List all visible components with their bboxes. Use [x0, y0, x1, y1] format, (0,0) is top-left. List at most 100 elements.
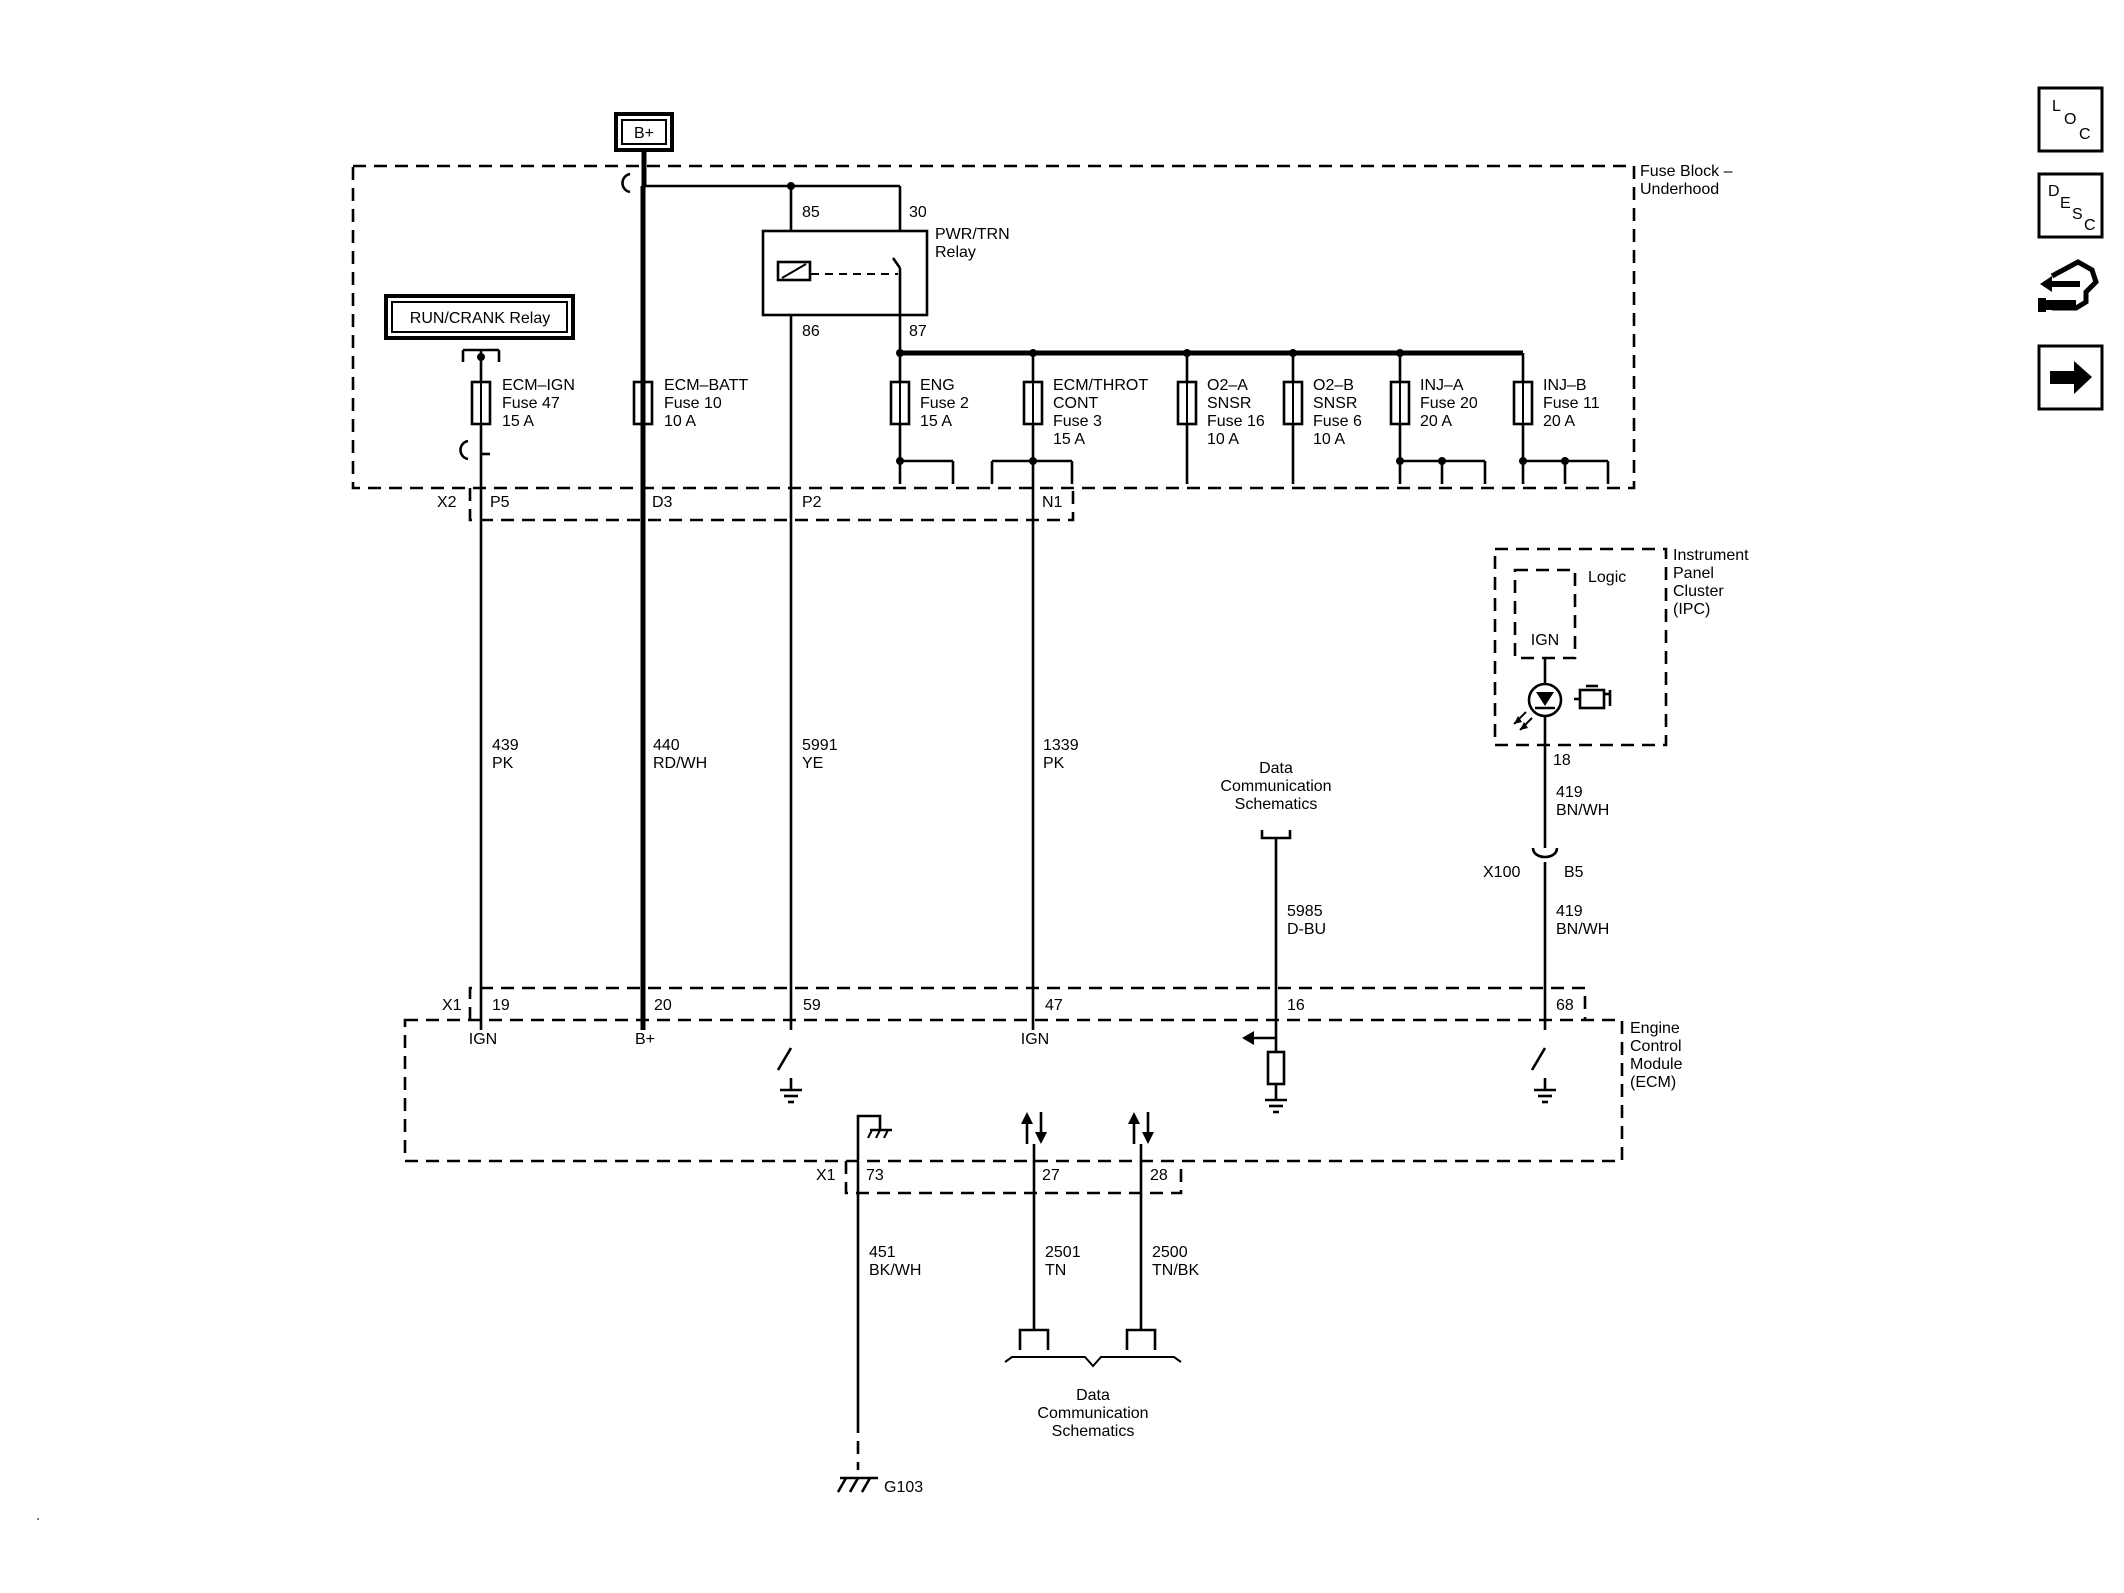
svg-text:Panel: Panel — [1673, 565, 1714, 582]
svg-text:20: 20 — [654, 997, 672, 1014]
data-comm-link-bottom: Data Communication Schematics — [1004, 1356, 1182, 1440]
fuse-ecm-ign: ECM–IGN Fuse 47 15 A — [459, 377, 575, 461]
fuse-o2-a-snsr: O2–A SNSR Fuse 16 10 A — [1176, 353, 1265, 484]
svg-text:10 A: 10 A — [1313, 431, 1345, 448]
svg-text:ECM–BATT: ECM–BATT — [664, 377, 748, 394]
svg-text:Fuse 10: Fuse 10 — [664, 395, 722, 412]
svg-text:15 A: 15 A — [920, 413, 952, 430]
battery-source: B+ — [614, 112, 674, 152]
svg-text:B+: B+ — [634, 125, 654, 142]
svg-text:X1: X1 — [816, 1167, 836, 1184]
wire-2500: 2500 TN/BK — [1125, 1161, 1199, 1350]
ecm-pin59-switch — [776, 1047, 802, 1104]
fuse-ecm-batt: ECM–BATT Fuse 10 10 A — [632, 377, 748, 430]
svg-text:18: 18 — [1553, 752, 1571, 769]
svg-text:O2–A: O2–A — [1207, 377, 1248, 394]
loc-button[interactable]: L O C — [2037, 86, 2104, 153]
svg-text:85: 85 — [802, 204, 820, 221]
svg-text:Data: Data — [1259, 760, 1293, 777]
svg-text:20 A: 20 A — [1543, 413, 1575, 430]
svg-text:ECM/THROT: ECM/THROT — [1053, 377, 1148, 394]
svg-text:Fuse Block –: Fuse Block – — [1640, 163, 1733, 180]
svg-text:27: 27 — [1042, 1167, 1060, 1184]
ecm-pin28-bidirectional — [1128, 1112, 1154, 1162]
svg-text:Underhood: Underhood — [1640, 181, 1719, 198]
svg-text:X100: X100 — [1483, 864, 1520, 881]
svg-text:O2–B: O2–B — [1313, 377, 1354, 394]
svg-text:INJ–B: INJ–B — [1543, 377, 1587, 394]
svg-text:Relay: Relay — [935, 244, 976, 261]
svg-text:INJ–A: INJ–A — [1420, 377, 1464, 394]
svg-text:D-BU: D-BU — [1287, 921, 1326, 938]
svg-text:E: E — [2060, 195, 2071, 212]
fuse-eng: ENG Fuse 2 15 A — [889, 353, 969, 484]
svg-text:73: 73 — [866, 1167, 884, 1184]
svg-text:5985: 5985 — [1287, 903, 1323, 920]
svg-text:439: 439 — [492, 737, 519, 754]
fuse-ecm-throt-cont: ECM/THROT CONT Fuse 3 15 A — [990, 353, 1148, 484]
wire-451: 451 BK/WH G103 — [836, 1161, 923, 1496]
svg-text:RUN/CRANK Relay: RUN/CRANK Relay — [410, 310, 550, 327]
svg-text:30: 30 — [909, 204, 927, 221]
svg-text:D3: D3 — [652, 494, 673, 511]
svg-text:X2: X2 — [437, 494, 457, 511]
svg-text:Control: Control — [1630, 1038, 1682, 1055]
wire-labels: 439 PK 440 RD/WH 5991 YE 1339 PK — [492, 737, 1079, 772]
svg-text:B+: B+ — [635, 1031, 655, 1048]
svg-text:47: 47 — [1045, 997, 1063, 1014]
instrument-panel-cluster: Logic IGN Instrument Panel Cluster (IPC)… — [1493, 547, 1749, 769]
svg-text:16: 16 — [1287, 997, 1305, 1014]
svg-text:ENG: ENG — [920, 377, 955, 394]
svg-text:Logic: Logic — [1588, 569, 1626, 586]
svg-text:P5: P5 — [490, 494, 510, 511]
svg-text:O: O — [2064, 111, 2076, 128]
wire-419: 419 BN/WH X100 B5 419 BN/WH — [1483, 745, 1609, 1030]
svg-text:Instrument: Instrument — [1673, 547, 1749, 564]
fuse-o2-b-snsr: O2–B SNSR Fuse 6 10 A — [1282, 353, 1362, 484]
svg-text:440: 440 — [653, 737, 680, 754]
next-arrow-button[interactable] — [2037, 344, 2104, 411]
svg-text:SNSR: SNSR — [1313, 395, 1357, 412]
svg-text:Schematics: Schematics — [1235, 796, 1318, 813]
pwr-trn-relay: 85 30 86 87 PWR/TRN Relay — [761, 204, 1010, 340]
svg-text:BN/WH: BN/WH — [1556, 921, 1609, 938]
svg-text:Fuse 11: Fuse 11 — [1543, 395, 1600, 412]
svg-text:28: 28 — [1150, 1167, 1168, 1184]
svg-text:87: 87 — [909, 323, 927, 340]
ecm-pin27-bidirectional — [1021, 1112, 1047, 1162]
svg-text:Communication: Communication — [1037, 1405, 1148, 1422]
connector-icon[interactable] — [2038, 259, 2099, 312]
svg-text:15 A: 15 A — [502, 413, 534, 430]
svg-text:S: S — [2072, 206, 2083, 223]
svg-text:Fuse 3: Fuse 3 — [1053, 413, 1102, 430]
svg-text:2501: 2501 — [1045, 1244, 1081, 1261]
svg-text:419: 419 — [1556, 784, 1583, 801]
wire-2501: 2501 TN — [1018, 1161, 1081, 1350]
svg-text:68: 68 — [1556, 997, 1574, 1014]
svg-text:19: 19 — [492, 997, 510, 1014]
svg-text:Schematics: Schematics — [1052, 1423, 1135, 1440]
svg-text:TN/BK: TN/BK — [1152, 1262, 1199, 1279]
run-crank-relay-label: RUN/CRANK Relay — [384, 294, 575, 340]
ecm-pin16-input — [1242, 1030, 1287, 1114]
engine-check-icon — [1574, 684, 1612, 710]
fuse-inj-b: INJ–B Fuse 11 20 A — [1512, 353, 1610, 484]
svg-text:5991: 5991 — [802, 737, 838, 754]
svg-text:TN: TN — [1045, 1262, 1066, 1279]
svg-text:Module: Module — [1630, 1056, 1683, 1073]
connector-x2: X2 P5 D3 P2 N1 — [437, 488, 1075, 522]
svg-text:BN/WH: BN/WH — [1556, 802, 1609, 819]
run-crank-relay-terminal — [461, 348, 501, 382]
svg-text:IGN: IGN — [1021, 1031, 1049, 1048]
svg-text:IGN: IGN — [469, 1031, 497, 1048]
svg-text:1339: 1339 — [1043, 737, 1079, 754]
svg-text:Engine: Engine — [1630, 1020, 1680, 1037]
svg-text:D: D — [2048, 183, 2060, 200]
desc-button[interactable]: D E S C — [2037, 172, 2104, 239]
svg-text:Cluster: Cluster — [1673, 583, 1724, 600]
svg-text:20 A: 20 A — [1420, 413, 1452, 430]
svg-text:10 A: 10 A — [664, 413, 696, 430]
svg-text:PWR/TRN: PWR/TRN — [935, 226, 1010, 243]
svg-text:B5: B5 — [1564, 864, 1584, 881]
